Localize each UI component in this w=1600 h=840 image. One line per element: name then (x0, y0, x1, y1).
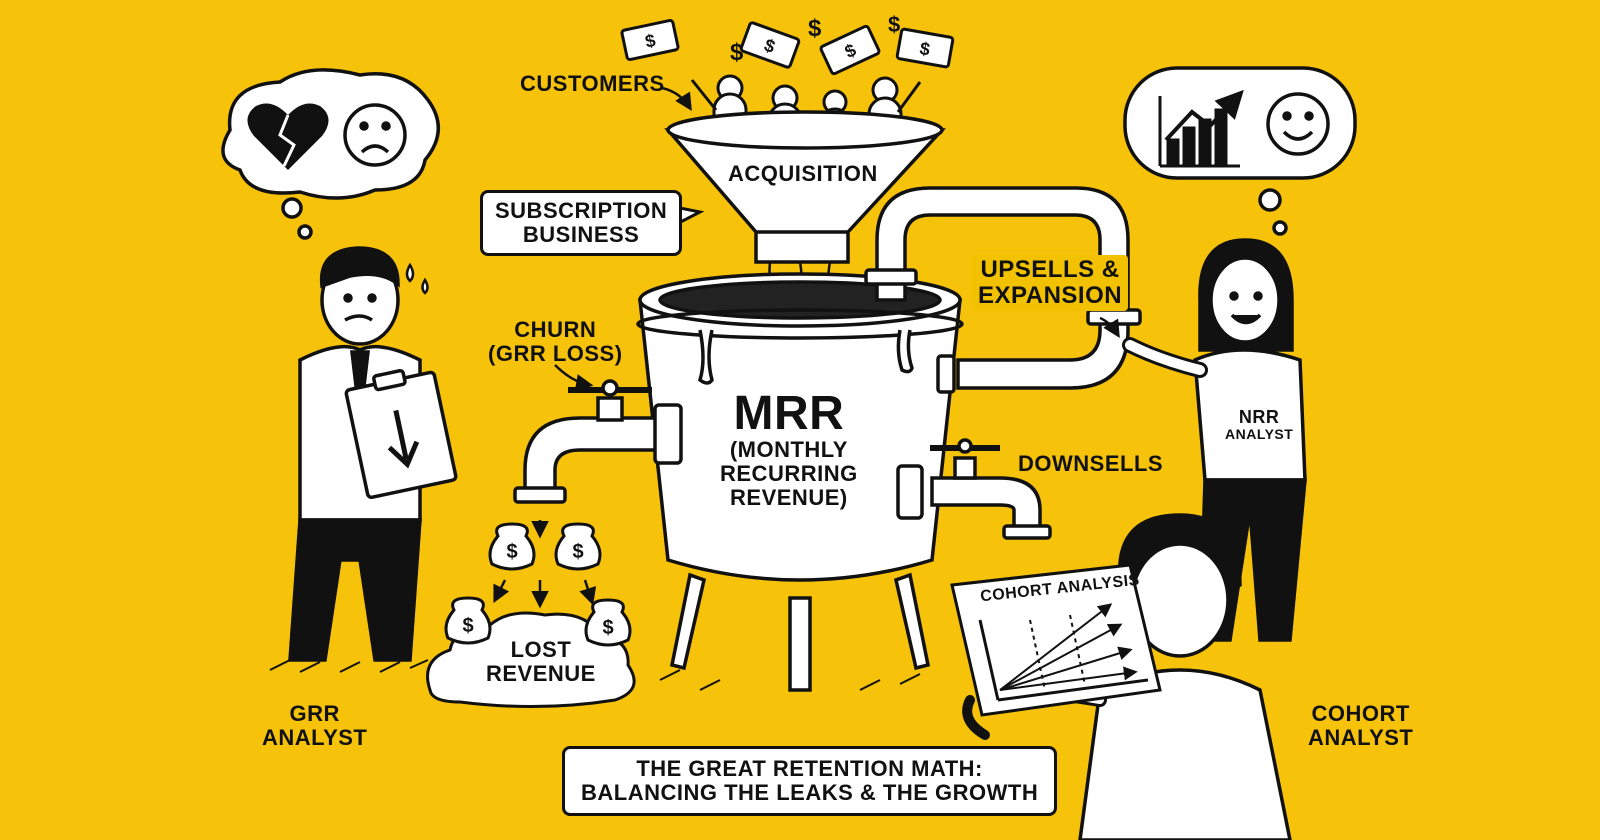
nrr-analyst-badge: NRR ANALYST (1225, 407, 1294, 443)
lost-line-1: LOST (510, 637, 572, 662)
footer-line-1: THE GREAT RETENTION MATH: (636, 756, 983, 781)
cohort-analyst-line-1: COHORT (1311, 701, 1410, 726)
cohort-analysis-sheet (950, 563, 1162, 740)
mrr-line-3: RECURRING (720, 460, 858, 486)
dollar-icon: $ (888, 12, 900, 37)
upsell-pipe (864, 186, 1142, 394)
upsells-line-2: EXPANSION (978, 281, 1123, 309)
flying-money: $ $ $ $ $ $ $ (620, 12, 955, 76)
grr-analyst-label: GRR ANALYST (262, 702, 367, 750)
pot-legs (669, 572, 931, 692)
upsells-line-1: UPSELLS & (980, 256, 1120, 283)
mrr-line-4: REVENUE) (730, 484, 848, 510)
customers-label: CUSTOMERS (520, 71, 665, 96)
sad-thought-bubble (221, 68, 441, 240)
sweat-drops (405, 262, 429, 295)
subscription-line-2: BUSINESS (522, 221, 640, 247)
grr-analyst-figure (288, 246, 458, 662)
churn-line-1: CHURN (514, 317, 597, 342)
dollar-icon: $ (730, 39, 744, 66)
grr-analyst-line-1: GRR (289, 701, 340, 726)
churn-label: CHURN (GRR LOSS) (488, 318, 623, 366)
churn-line-2: (GRR LOSS) (488, 340, 623, 366)
downsell-faucet (896, 438, 1052, 540)
nrr-analyst-figure (1122, 238, 1307, 642)
svg-text:$: $ (918, 38, 931, 59)
smile-face-icon (1266, 92, 1330, 156)
subscription-line-1: SUBSCRIPTION (495, 198, 668, 223)
growth-chart-icon (1158, 89, 1244, 168)
svg-text:$: $ (506, 541, 517, 563)
cohort-analyst-line-2: ANALYST (1308, 724, 1414, 750)
subscription-business-box: SUBSCRIPTION BUSINESS (480, 190, 683, 256)
svg-text:$: $ (643, 30, 657, 52)
clipboard (344, 368, 458, 500)
ground-hatches (269, 659, 921, 691)
lost-revenue-label: LOST REVENUE (486, 638, 596, 686)
broken-heart-icon (247, 103, 329, 170)
falling-arrows (493, 520, 597, 609)
falling-money-bags: $ $ (488, 522, 602, 571)
nrr-line-2: ANALYST (1225, 426, 1294, 443)
dollar-icon: $ (808, 15, 822, 42)
svg-text:$: $ (602, 617, 613, 639)
label-arrows (554, 86, 1120, 392)
lost-line-2: REVENUE (486, 660, 596, 686)
down-arrow-icon (387, 409, 420, 469)
grr-analyst-line-2: ANALYST (262, 724, 368, 750)
cohort-analyst-label: COHORT ANALYST (1308, 702, 1413, 750)
svg-text:$: $ (462, 615, 473, 637)
mrr-title: MRR (733, 387, 845, 440)
lost-revenue-pile: $ $ (426, 596, 636, 709)
acquisition-funnel (664, 110, 946, 264)
acquisition-label: ACQUISITION (728, 161, 878, 186)
footer-caption-box: THE GREAT RETENTION MATH: BALANCING THE … (562, 746, 1058, 816)
downsells-label: DOWNSELLS (1018, 451, 1164, 476)
nrr-line-1: NRR (1238, 407, 1280, 427)
mrr-label: MRR (MONTHLY RECURRING REVENUE) (720, 390, 858, 509)
svg-text:$: $ (572, 541, 583, 563)
footer-line-2: BALANCING THE LEAKS & THE GROWTH (581, 779, 1039, 805)
sad-face-icon (343, 103, 407, 167)
mrr-line-2: (MONTHLY (729, 437, 848, 462)
upsells-label: UPSELLS & EXPANSION (972, 255, 1129, 311)
churn-faucet (513, 379, 683, 504)
